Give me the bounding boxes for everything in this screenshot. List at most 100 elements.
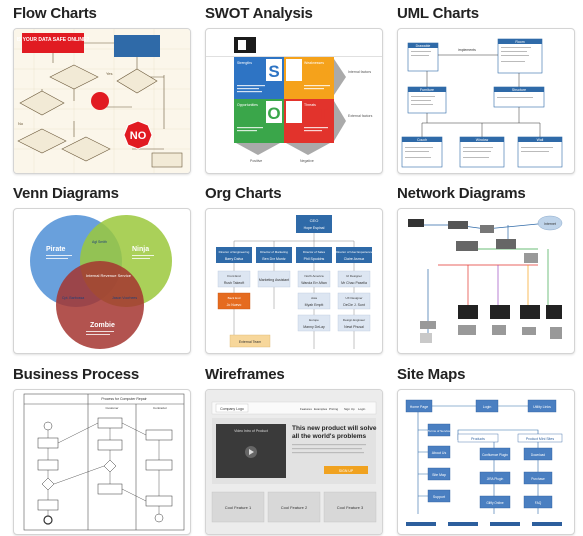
- venn-bc: Jason Voorhees: [112, 296, 137, 300]
- org-r8: External Team: [239, 340, 261, 344]
- org-ceo-name: Hope Espinal: [304, 226, 325, 230]
- venn-ninja: Ninja: [132, 246, 149, 253]
- flow-charts-thumbnail[interactable]: IS YOUR DATA SAFE ONLINE? NO Yes No: [13, 28, 191, 174]
- org-r9n: Manny DeLay: [303, 325, 325, 329]
- swot-strengths: Strengths: [237, 61, 252, 65]
- sm-support: Support: [433, 495, 445, 499]
- org-dir3: Director of Sales: [303, 250, 326, 254]
- uml-wall: Wall: [537, 138, 544, 142]
- org-thumbnail[interactable]: CEO Hope Espinal Director of Engineering…: [205, 208, 383, 354]
- item-title[interactable]: Flow Charts: [13, 5, 97, 22]
- site-map-preview: Home Page Login Utility Links Terms of S…: [405, 399, 563, 526]
- gallery-item-venn-diagrams[interactable]: Venn Diagrams Pirate Ninja Zombie Intern…: [13, 185, 193, 355]
- venn-center: Internal Revenue Service: [86, 273, 132, 278]
- yes-label: Yes: [106, 71, 113, 76]
- uml-preview: Drawable Room Furniture Structure Couch …: [401, 38, 563, 168]
- item-title[interactable]: Business Process: [13, 366, 140, 383]
- venn-pirate: Pirate: [46, 246, 66, 253]
- gallery-item-network-diagrams[interactable]: Network Diagrams Internet: [397, 185, 577, 355]
- wf-f3: Cool Feature 3: [337, 505, 364, 510]
- org-r9: Europe: [309, 318, 319, 322]
- item-title[interactable]: Network Diagrams: [397, 185, 526, 202]
- item-title[interactable]: Venn Diagrams: [13, 185, 119, 202]
- org-r4n: Mr Chao Pasella: [341, 281, 367, 285]
- bp-lane2: Contractor: [153, 406, 167, 410]
- wf-nav-4: Login: [358, 407, 366, 411]
- wf-nav-1: Examples: [314, 407, 328, 411]
- swot-opportunities: Opportunities: [237, 103, 258, 107]
- venn-ab: Agl Smith: [92, 240, 107, 244]
- org-r6: Asia: [311, 296, 317, 300]
- uml-room: Room: [515, 40, 524, 44]
- org-dir1-name: Barry Dalva: [225, 257, 243, 261]
- org-r1n: Rush Takeoft: [224, 281, 244, 285]
- wf-f2: Cool Feature 2: [281, 505, 308, 510]
- network-preview: Internet: [408, 215, 563, 343]
- swot-weaknesses: Weaknesses: [304, 61, 324, 65]
- item-title[interactable]: Site Maps: [397, 366, 466, 383]
- venn-thumbnail[interactable]: Pirate Ninja Zombie Internal Revenue Ser…: [13, 208, 191, 354]
- sm-p1: Confluence Plugin: [482, 453, 508, 457]
- org-ceo: CEO: [310, 218, 319, 223]
- wf-nav-3: Sign Up: [344, 407, 355, 411]
- wf-cta: SIGN UP: [339, 469, 354, 473]
- swot-thumbnail[interactable]: S W O T Strengths Weaknesses Opportuniti…: [205, 28, 383, 174]
- uml-thumbnail[interactable]: Drawable Room Furniture Structure Couch …: [397, 28, 575, 174]
- sm-p2: JIRA Plugin: [487, 477, 504, 481]
- gallery-item-uml-charts[interactable]: UML Charts Drawable Room Furniture Struc…: [397, 5, 577, 175]
- external-label: External factors: [348, 114, 373, 118]
- org-r7: UX Designer: [345, 296, 362, 300]
- venn-preview: Pirate Ninja Zombie Internal Revenue Ser…: [30, 215, 172, 349]
- swot-s: S: [268, 62, 279, 81]
- sm-about: About Us: [432, 451, 447, 455]
- wireframes-thumbnail[interactable]: Company Logo Features Examples Pricing S…: [205, 389, 383, 535]
- item-title[interactable]: UML Charts: [397, 5, 479, 22]
- wireframe-preview: Company Logo Features Examples Pricing S…: [206, 390, 382, 534]
- sm-products: Products: [471, 437, 485, 441]
- sm-utility: Utility Links: [533, 405, 551, 409]
- item-title[interactable]: Org Charts: [205, 185, 282, 202]
- org-dir4: Director of User Experience: [336, 250, 373, 254]
- wf-nav-0: Features: [300, 407, 312, 411]
- business-process-preview: Process for Computer Repair Customer Con…: [23, 393, 185, 531]
- sm-p3: Gliffy Online: [486, 501, 504, 505]
- network-thumbnail[interactable]: Internet: [397, 208, 575, 354]
- org-r3n: Wanda Err-Mtan: [301, 281, 327, 285]
- org-dir3-name: Phil Spoddns: [304, 257, 325, 261]
- gallery-item-flow-charts[interactable]: Flow Charts IS YOUR DATA SAFE ONLINE?: [13, 5, 193, 175]
- gallery-item-org-charts[interactable]: Org Charts CEO Hope Espinal Director of …: [205, 185, 385, 355]
- org-r4: UI Designer: [346, 274, 362, 278]
- sm-m2: Purchase: [531, 477, 545, 481]
- item-title[interactable]: Wireframes: [205, 366, 285, 383]
- org-r10n: Newt Phusal: [344, 325, 364, 329]
- item-title[interactable]: SWOT Analysis: [205, 5, 313, 22]
- org-r6n: Myah Emptt: [305, 303, 324, 307]
- gallery-item-wireframes[interactable]: Wireframes Company Logo Features Example…: [205, 366, 385, 536]
- uml-window: Window: [476, 138, 489, 142]
- venn-zombie: Zombie: [90, 322, 115, 329]
- site-maps-thumbnail[interactable]: Home Page Login Utility Links Terms of S…: [397, 389, 575, 535]
- sm-terms: Terms of Service: [428, 429, 451, 433]
- gallery-item-swot-analysis[interactable]: SWOT Analysis S W O T Strengths Weakness…: [205, 5, 385, 175]
- flow-header: IS YOUR DATA SAFE ONLINE?: [17, 37, 90, 43]
- no-label: NO: [130, 130, 147, 142]
- org-preview: CEO Hope Espinal Director of Engineering…: [216, 215, 373, 349]
- gallery-item-site-maps[interactable]: Site Maps Home Page Login Utility Links …: [397, 366, 577, 536]
- org-dir1: Director of Engineering: [219, 250, 250, 254]
- internal-label: Internal factors: [348, 70, 371, 74]
- wf-video-label: Video Intro of Product: [234, 429, 268, 433]
- uml-couch: Couch: [417, 138, 427, 142]
- wf-headline-2: all the world's problems: [292, 433, 367, 440]
- no-small-label: No: [18, 121, 24, 126]
- swot-t: T: [318, 104, 329, 123]
- bp-lane1: Customer: [105, 406, 118, 410]
- positive-label: Positive: [250, 159, 262, 163]
- business-process-thumbnail[interactable]: Process for Computer Repair Customer Con…: [13, 389, 191, 535]
- uml-drawable: Drawable: [416, 44, 431, 48]
- org-r1: Front End: [227, 274, 241, 278]
- gallery-item-business-process[interactable]: Business Process Process for Computer Re…: [13, 366, 193, 536]
- org-r5n: Jo Nuevo: [227, 303, 242, 307]
- wf-headline: This new product will solve: [292, 425, 377, 432]
- uml-structure: Structure: [512, 88, 526, 92]
- org-dir2-name: Ben Dvr Muntz: [262, 257, 285, 261]
